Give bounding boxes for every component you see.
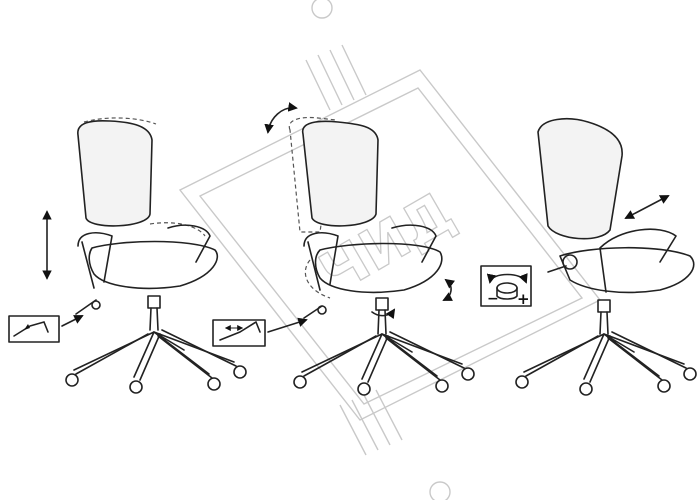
tilt-lever-icon: [212, 319, 266, 347]
tension-arrow-icon: [624, 195, 670, 219]
watermark: ЧИД: [178, 0, 602, 500]
panel-tension-adjust: − +: [480, 118, 697, 396]
panel-tilt-lock: [212, 102, 475, 396]
tilt-arrow-icon: [264, 102, 298, 134]
tension-minus-icon: −: [487, 291, 499, 307]
gas-lift-lever-icon: [8, 315, 60, 343]
tension-plus-icon: +: [517, 290, 530, 308]
backrest-mesh: [537, 118, 623, 240]
backrest-mesh: [77, 119, 153, 227]
backrest-mesh: [302, 120, 379, 227]
panel-height-adjust: [8, 117, 247, 394]
tension-knob-icon: − +: [480, 265, 532, 308]
